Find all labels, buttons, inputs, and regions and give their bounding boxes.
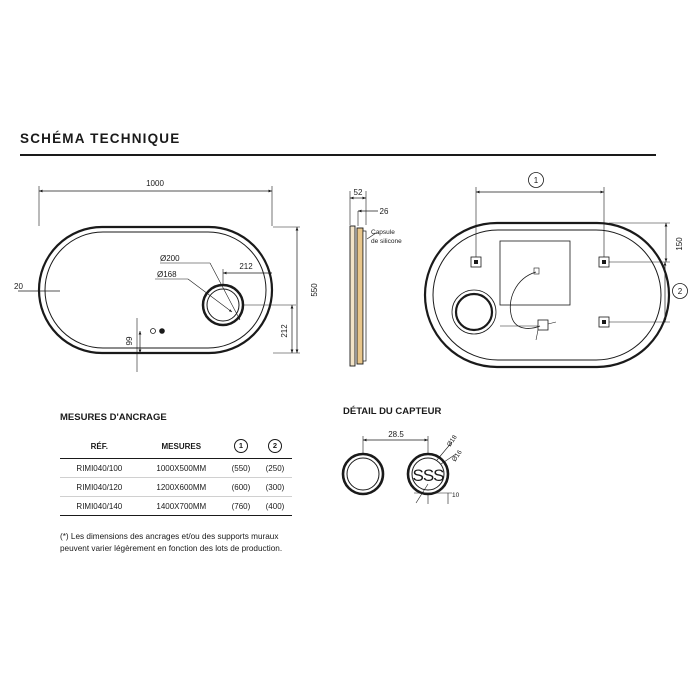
anchor-offset-label: 150	[675, 237, 684, 251]
cell-anchor-1: (600)	[223, 477, 258, 497]
touch-button-outline	[150, 328, 156, 334]
touch-button-dot	[159, 328, 165, 334]
back-sensor-inner	[454, 292, 494, 332]
table-row: RIMI040/140 1400X700MM (760) (400)	[60, 496, 292, 516]
table-header-row: RÉF. MESURES 1 2	[60, 434, 292, 459]
cell-anchor-1: (550)	[223, 458, 258, 478]
page-title: SCHÉMA TECHNIQUE	[20, 131, 181, 146]
marker-1-label: 1	[534, 176, 539, 185]
sensor-glyph: SSS	[412, 466, 444, 485]
sensor-offset-y-label: 212	[280, 324, 289, 338]
cable-plug	[533, 267, 540, 275]
header-marker-2-label: 2	[267, 439, 282, 453]
sensor-inner-diameter-label: Ø168	[157, 270, 177, 279]
sensor-width-label: 28.5	[388, 430, 404, 439]
sensor-detail-ring-outer	[341, 452, 385, 496]
cell-ref: RIMI040/140	[60, 496, 139, 516]
sensor-inner-ring	[206, 288, 240, 322]
sensor-depth-label: 10	[452, 492, 460, 499]
header-marker-1-label: 1	[233, 439, 248, 453]
cell-anchor-2: (250)	[257, 458, 292, 478]
anchor-point-2	[598, 256, 610, 268]
cell-ref: RIMI040/100	[60, 458, 139, 478]
sensor-inner-diameter: Ø16	[451, 449, 464, 463]
side-depth-label: 52	[354, 188, 363, 197]
side-profile-frame	[349, 225, 356, 367]
marker-2-label: 2	[678, 287, 683, 296]
back-sensor-outer	[451, 289, 497, 335]
cell-anchor-1: (760)	[223, 496, 258, 516]
sensor-offset-x-label: 212	[239, 262, 253, 271]
side-view: 52 26 Capsule de silicone	[349, 188, 402, 367]
footnote: (*) Les dimensions des ancrages et/ou de…	[60, 532, 283, 553]
power-cable	[509, 271, 541, 329]
marker-2-circle	[672, 283, 688, 299]
anchorage-title: MESURES D'ANCRAGE	[60, 412, 167, 423]
cell-measures: 1400X700MM	[138, 496, 224, 516]
anchor-point-3	[598, 316, 610, 328]
marker-1-circle	[528, 172, 544, 188]
side-panel-label: 26	[380, 207, 389, 216]
sensor-detail: SSS 28.5 Ø18 Ø16 10	[341, 430, 464, 504]
side-profile-panel	[356, 227, 364, 365]
sensor-outer-diameter: Ø18	[446, 434, 459, 448]
back-outer-outline	[423, 221, 671, 369]
sensor-detail-ring-inner	[346, 457, 380, 491]
power-box	[499, 240, 571, 306]
header-marker-2: 2	[257, 434, 292, 459]
mirror-outer-outline	[37, 225, 274, 355]
button-height-label: 99	[125, 336, 134, 345]
cell-measures: 1000X500MM	[138, 458, 224, 478]
front-inset-label: 20	[14, 282, 23, 291]
title-divider	[20, 154, 656, 156]
anchor-point-1	[470, 256, 482, 268]
back-inner-outline	[432, 229, 662, 361]
front-view: 1000 550 20 Ø200 Ø168 212 212 99	[14, 179, 319, 372]
connector-box	[537, 319, 549, 331]
sensor-detail-button-inner	[411, 457, 445, 491]
sensor-detail-title: DÉTAIL DU CAPTEUR	[343, 406, 442, 417]
cell-ref: RIMI040/120	[60, 477, 139, 497]
anchorage-table: RÉF. MESURES 1 2 RIMI040/100 1000X500MM …	[60, 434, 292, 516]
silicone-note-line2: de silicone	[371, 238, 402, 245]
header-ref: RÉF.	[60, 434, 139, 459]
sensor-outer-diameter-label: Ø200	[160, 254, 180, 263]
cell-anchor-2: (300)	[257, 477, 292, 497]
cell-anchor-2: (400)	[257, 496, 292, 516]
back-view: 1 2 150	[423, 172, 688, 369]
front-width-label: 1000	[146, 179, 164, 188]
header-measures: MESURES	[138, 434, 224, 459]
silicone-note-line1: Capsule	[371, 229, 395, 236]
mirror-inner-outline	[44, 231, 267, 349]
table-row: RIMI040/120 1200X600MM (600) (300)	[60, 477, 292, 497]
table-row: RIMI040/100 1000X500MM (550) (250)	[60, 458, 292, 478]
front-height-label: 550	[310, 283, 319, 297]
side-profile-back	[362, 230, 367, 362]
header-marker-1: 1	[223, 434, 258, 459]
cell-measures: 1200X600MM	[138, 477, 224, 497]
